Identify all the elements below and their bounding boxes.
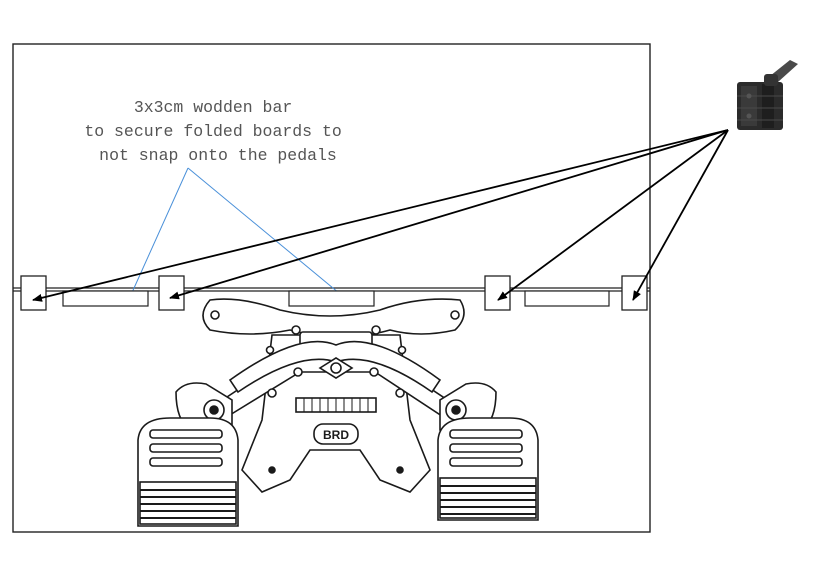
annotation-line-3: not snap onto the pedals: [99, 146, 337, 165]
pedal-assembly: BRD: [137, 298, 539, 527]
annotation-line-2: to secure folded boards to: [84, 122, 341, 141]
wooden-bars: [62, 290, 610, 307]
pedal-top-bar: [202, 298, 465, 338]
hinge-latch-icon: [737, 60, 798, 130]
hinge-box-1: [20, 275, 47, 311]
wooden-bar-center: [288, 290, 375, 307]
wooden-bar-right: [524, 290, 610, 307]
wooden-bar-left: [62, 290, 149, 307]
hinge-arrows: [32, 129, 729, 302]
pedal-badge-text: BRD: [323, 428, 349, 442]
annotation-text: 3x3cm wodden bar to secure folded boards…: [84, 98, 351, 165]
pedal-badge: [313, 423, 359, 445]
hinge-box-2: [158, 275, 185, 311]
annotation-line-1: 3x3cm wodden bar: [134, 98, 292, 117]
